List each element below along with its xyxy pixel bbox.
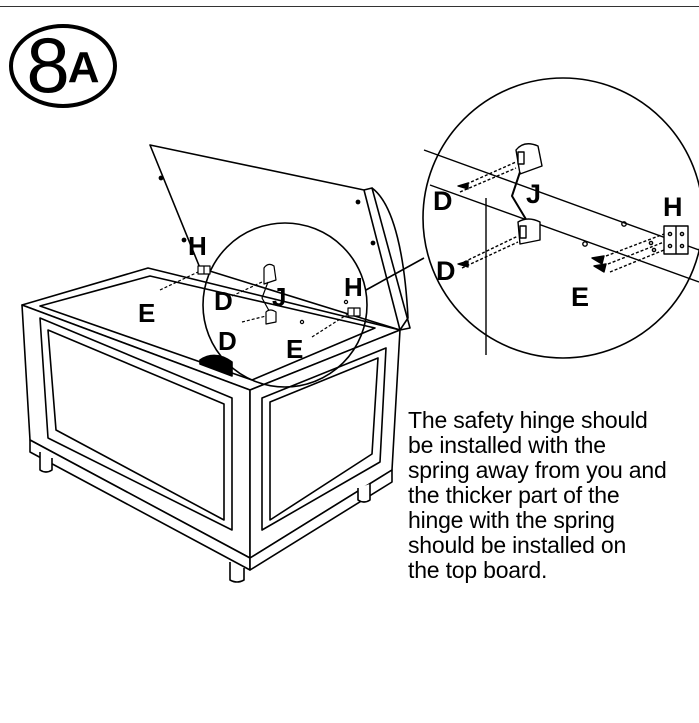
label-d-large-top: D (433, 186, 453, 216)
label-h-large: H (663, 192, 683, 222)
instruction-line-7: the top board. (408, 557, 548, 583)
label-d-left: D (214, 286, 233, 316)
hinge-detail-small (159, 263, 361, 338)
label-h-lid: H (188, 231, 207, 261)
instruction-line-3: spring away from you and (408, 457, 667, 483)
step-number: 8 A (8, 22, 118, 108)
instruction-line-6: should be installed on (408, 532, 627, 558)
label-d-lower: D (218, 326, 237, 356)
step-number-digit: 8 (26, 21, 69, 109)
hinge-detail-large (423, 143, 699, 355)
label-e-large: E (571, 282, 589, 312)
magnifier-circle-large (422, 77, 699, 359)
step-badge-circle (9, 24, 117, 108)
label-h-right: H (344, 272, 363, 302)
chest-lid (149, 144, 411, 331)
label-e-left: E (138, 298, 155, 328)
label-e-right: E (286, 334, 303, 364)
chest-body (21, 267, 401, 583)
instruction-text: The safety hinge should be installed wit… (408, 408, 698, 583)
instruction-line-4: the thicker part of the (408, 482, 620, 508)
instruction-line-2: be installed with the (408, 432, 606, 458)
label-d-large-bottom: D (436, 256, 456, 286)
magnifier-connector (365, 257, 425, 291)
instruction-line-5: hinge with the spring (408, 507, 615, 533)
magnifier-circle-small (202, 222, 368, 388)
label-j-large: J (526, 179, 541, 209)
label-j-small: J (272, 282, 286, 312)
instruction-line-1: The safety hinge should (408, 407, 648, 433)
top-rule (0, 6, 699, 7)
part-labels: H E D J D H E D J H D E (138, 179, 683, 364)
step-number-letter: A (67, 43, 100, 92)
